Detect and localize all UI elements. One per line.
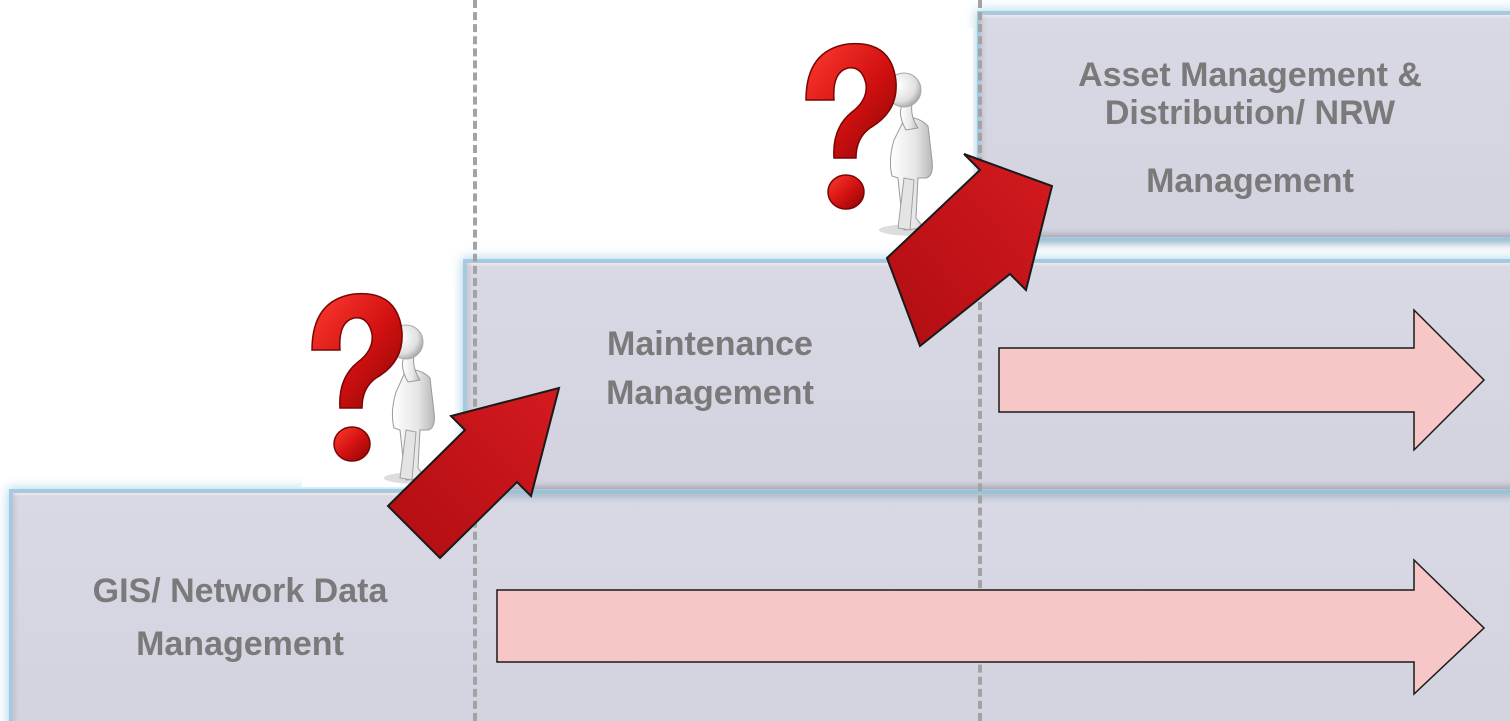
step-label-line: GIS/ Network Data: [92, 572, 388, 610]
step-label-line: Maintenance: [607, 325, 813, 363]
step-label-line: Management: [606, 374, 814, 412]
red-question-mark-icon: [805, 42, 897, 210]
red-up-arrow-icon: [885, 153, 1054, 348]
step-label-line: Asset Management &: [1078, 56, 1422, 94]
step-label-gis: GIS/ Network Data Management: [20, 570, 460, 666]
step-label-maintenance: Maintenance Management: [560, 323, 860, 415]
red-up-arrow-icon: [386, 386, 561, 560]
dashed-divider-2: [978, 0, 982, 721]
step-box-asset: [980, 14, 1510, 238]
pink-right-arrow-icon: [998, 308, 1486, 452]
dashed-divider-1: [473, 0, 477, 721]
step-label-line: Management: [1146, 162, 1354, 200]
step-label-line: Distribution/ NRW: [1104, 94, 1396, 132]
pink-right-arrow-icon: [496, 558, 1486, 696]
red-question-mark-icon: [311, 292, 403, 462]
step-label-line: Management: [136, 625, 344, 663]
step-label-asset: Asset Management & Distribution/ NRW Man…: [1010, 56, 1490, 200]
